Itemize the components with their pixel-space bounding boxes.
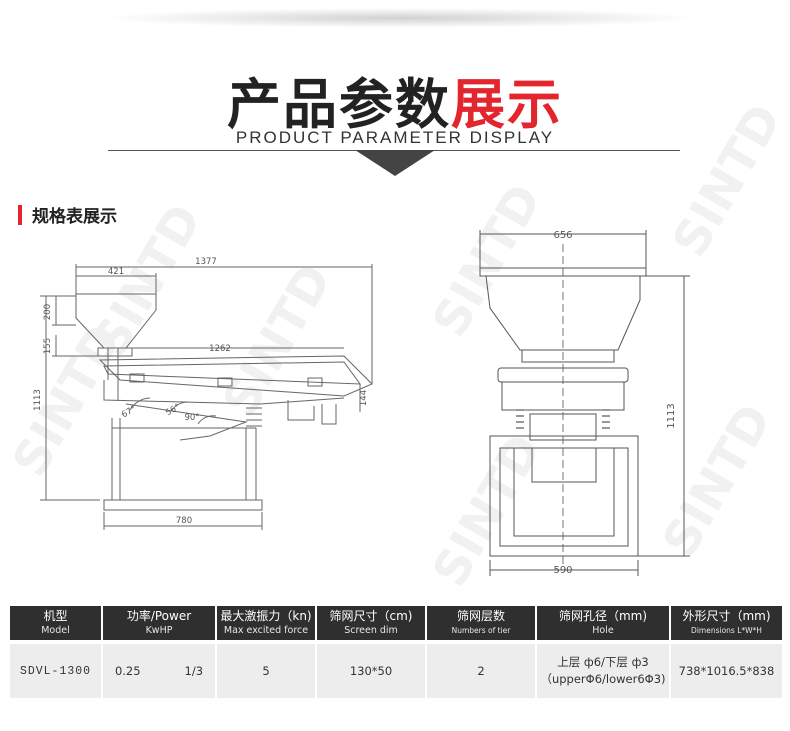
header-force: 最大激振力（kn) Max excited force [216, 606, 317, 642]
watermark: SINTD [422, 175, 553, 346]
cell-force: 5 [216, 640, 317, 698]
table-header-row: 机型 Model 功率/Power KwHP 最大激振力（kn) Max exc… [10, 606, 782, 642]
header-screen: 筛网尺寸（cm) Screen dim [316, 606, 427, 642]
side-view-drawing [40, 264, 373, 530]
header-tiers: 筛网层数 Numbers of tier [426, 606, 537, 642]
cell-screen: 130*50 [316, 640, 427, 698]
dim-hopper-height: 200 [43, 304, 53, 320]
section-heading: 规格表展示 [18, 202, 117, 227]
watermark: SINTD [212, 255, 343, 426]
technical-drawing: SINTD SINTD SINTD SINTD SINTD SINTD SINT… [2, 95, 790, 596]
page-title-red: 展示 [451, 73, 563, 136]
dim-top-width: 656 [553, 230, 572, 241]
title-arrow-icon [355, 150, 435, 176]
angle-left: 67° [120, 404, 138, 420]
dim-hopper-lower: 155 [43, 338, 53, 354]
cell-dimensions: 738*1016.5*838 [670, 640, 782, 698]
dim-total-height: 1113 [33, 389, 43, 411]
watermark: SINTD [662, 95, 790, 266]
page-title-dark: 产品参数 [227, 73, 451, 136]
cell-hp: 1/3 [184, 664, 204, 678]
spec-table: 机型 Model 功率/Power KwHP 最大激振力（kn) Max exc… [10, 606, 782, 698]
dim-base-length: 780 [176, 516, 192, 526]
dim-screen-length: 1262 [209, 344, 231, 354]
cell-kw: 0.25 [114, 664, 141, 678]
header-hole: 筛网孔径（mm) Hole [536, 606, 671, 642]
cell-hole-line2: （upperΦ6/lower6Φ3) [540, 672, 666, 686]
angle-mid: 56° [164, 402, 182, 418]
table-row: SDVL-1300 0.25 1/3 5 130*50 2 上层 ф6/下层 ф… [10, 640, 782, 698]
header-dimensions: 外形尺寸（mm) Dimensions L*W*H [670, 606, 782, 642]
cell-hole: 上层 ф6/下层 ф3 （upperΦ6/lower6Φ3) [536, 640, 671, 698]
section-marker [18, 204, 22, 225]
dim-hopper-width: 421 [108, 267, 124, 277]
cell-hole-line1: 上层 ф6/下层 ф3 [557, 655, 649, 669]
dim-outlet-height: 144 [359, 390, 369, 406]
dim-total-length: 1377 [195, 257, 217, 267]
dim-front-height: 1113 [666, 403, 677, 428]
cell-tiers: 2 [426, 640, 537, 698]
header-model: 机型 Model [10, 606, 103, 642]
page-subtitle: PRODUCT PARAMETER DISPLAY [235, 128, 555, 147]
top-shadow [100, 8, 700, 28]
header-power: 功率/Power KwHP [102, 606, 217, 642]
section-title: 规格表展示 [32, 207, 117, 227]
page-title: 产品参数展示 [0, 60, 790, 139]
dim-base-width: 590 [553, 565, 572, 576]
front-view-drawing [479, 230, 690, 576]
angle-right: 90° [184, 413, 199, 423]
cell-power: 0.25 1/3 [102, 640, 217, 698]
cell-model: SDVL-1300 [10, 640, 103, 698]
